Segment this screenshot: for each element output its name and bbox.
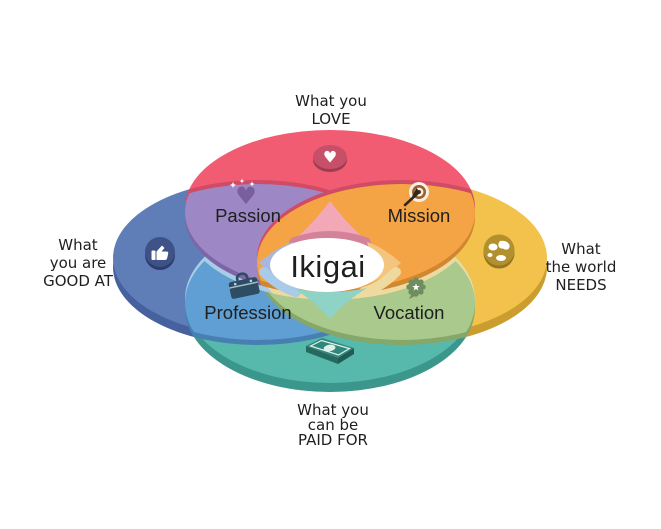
ikigai-center-ellipse <box>270 238 384 292</box>
svg-text:What: What <box>58 236 98 254</box>
svg-text:♥: ♥ <box>323 148 337 167</box>
svg-text:PAID FOR: PAID FOR <box>298 431 368 449</box>
love-outer-label: What you LOVE <box>295 92 367 128</box>
passion-label: Passion <box>215 205 281 226</box>
sparkling-heart-icon: ♥ <box>229 178 257 210</box>
svg-text:LOVE: LOVE <box>311 110 350 128</box>
vocation-label: Vocation <box>374 302 445 323</box>
svg-text:♥: ♥ <box>235 182 257 210</box>
mission-label: Mission <box>388 205 451 226</box>
svg-text:the world: the world <box>546 258 617 276</box>
target-arrow-icon <box>403 182 429 207</box>
svg-text:What you: What you <box>297 401 369 419</box>
heart-icon: ♥ <box>313 145 347 172</box>
paid-for-outer-label: What you can be PAID FOR <box>297 401 369 449</box>
good-at-outer-label: What you are GOOD AT <box>43 236 114 290</box>
svg-text:★: ★ <box>412 283 421 294</box>
ikigai-center-label: Ikigai <box>290 249 365 284</box>
needs-outer-label: What the world NEEDS <box>546 240 617 294</box>
center-wedge-right-edge <box>359 267 401 297</box>
thumbs-up-icon <box>145 237 175 270</box>
svg-text:NEEDS: NEEDS <box>555 276 606 294</box>
center-wedge-top <box>294 201 366 240</box>
profession-label: Profession <box>204 302 291 323</box>
svg-text:can be: can be <box>308 416 358 434</box>
svg-text:GOOD AT: GOOD AT <box>43 272 114 290</box>
svg-text:What: What <box>561 240 601 258</box>
globe-icon <box>483 234 515 269</box>
center-wedge-left-edge <box>259 267 301 297</box>
money-icon <box>306 338 354 364</box>
briefcase-icon <box>228 272 260 299</box>
svg-text:What you: What you <box>295 92 367 110</box>
svg-text:you are: you are <box>50 254 107 272</box>
center-wedge-bottom <box>293 288 367 319</box>
award-badge-icon: ★ <box>406 277 426 299</box>
